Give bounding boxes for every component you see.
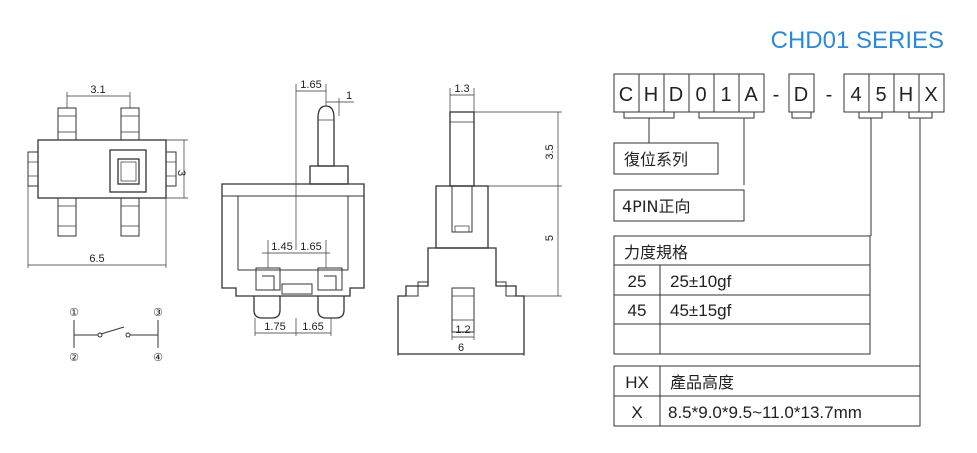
type-cell bbox=[613, 142, 719, 175]
dim-label: 3 bbox=[175, 170, 187, 176]
code-char: 0 bbox=[695, 84, 706, 106]
force-header: 力度規格 bbox=[624, 243, 688, 262]
series-title: CHD01 SERIES bbox=[771, 27, 944, 54]
spec-table: 復位系列 4PIN正向 力度規格 25 25±10gf 45 45±15gf H… bbox=[613, 142, 921, 427]
bracket bbox=[858, 111, 883, 119]
height-row-code: X bbox=[631, 403, 642, 422]
height-header-label: 產品高度 bbox=[670, 373, 734, 392]
code-char: H bbox=[644, 84, 658, 106]
bracket bbox=[791, 111, 812, 119]
code-dash: - bbox=[826, 84, 833, 106]
dim-label: 5 bbox=[544, 235, 556, 241]
code-char: 5 bbox=[875, 84, 886, 106]
code-dash: - bbox=[773, 84, 780, 106]
actuator bbox=[109, 149, 147, 193]
dim-label: 6 bbox=[458, 342, 464, 354]
dim-label: 3.1 bbox=[90, 84, 105, 96]
dim-label: 6.5 bbox=[89, 253, 104, 265]
pin-number: ④ bbox=[153, 352, 163, 364]
force-value: 45±15gf bbox=[670, 301, 732, 320]
dim-label: 1.45 bbox=[271, 241, 292, 253]
dim-label: 1 bbox=[346, 90, 352, 102]
plunger bbox=[317, 105, 335, 167]
front-body bbox=[397, 247, 525, 355]
pin bbox=[120, 197, 140, 237]
bracket bbox=[698, 111, 755, 119]
pin bbox=[120, 107, 140, 141]
dim-label: 3.5 bbox=[544, 144, 556, 159]
side-body bbox=[221, 183, 365, 297]
dim-label: 1.3 bbox=[454, 83, 469, 95]
switch-lever bbox=[100, 326, 125, 335]
pin-number: ③ bbox=[153, 307, 163, 319]
pin-label: 4PIN正向 bbox=[622, 197, 691, 216]
code-char: 4 bbox=[850, 84, 861, 106]
force-value: 25±10gf bbox=[670, 272, 732, 291]
front-plunger bbox=[449, 111, 475, 187]
pin-cell bbox=[613, 189, 745, 222]
pin-number: ① bbox=[69, 307, 79, 319]
side-view: 1.65 1 1.45 1.65 1.75 1.65 bbox=[221, 79, 365, 336]
dim-label: 1.65 bbox=[300, 79, 321, 91]
code-char: 1 bbox=[720, 84, 731, 106]
pin bbox=[57, 197, 77, 237]
height-row-value: 8.5*9.0*9.5~11.0*13.7mm bbox=[668, 403, 862, 422]
code-char: A bbox=[744, 84, 758, 106]
dim-label: 1.2 bbox=[455, 324, 470, 336]
code-char: C bbox=[619, 84, 633, 106]
code-char: D bbox=[669, 84, 683, 106]
switch-schematic: ① ③ ② ④ bbox=[69, 307, 163, 364]
pin bbox=[57, 107, 77, 141]
code-char: D bbox=[794, 84, 808, 106]
dim-label: 1.75 bbox=[264, 321, 285, 333]
top-view: 3.1 3 6.5 bbox=[27, 84, 188, 268]
type-label: 復位系列 bbox=[624, 150, 688, 169]
force-code: 25 bbox=[628, 272, 647, 291]
bracket bbox=[623, 111, 675, 119]
pin-number: ② bbox=[69, 352, 79, 364]
dim-label: 1.65 bbox=[302, 321, 323, 333]
front-view: 1.3 3.5 5 1.2 6 bbox=[397, 83, 562, 356]
bracket bbox=[908, 111, 933, 119]
part-code: C H D 0 1 A - D - 4 5 H X bbox=[613, 73, 945, 366]
dim-label: 1.65 bbox=[300, 241, 321, 253]
code-char: X bbox=[924, 84, 937, 106]
height-header-code: HX bbox=[625, 373, 649, 392]
code-char: H bbox=[899, 84, 913, 106]
force-code: 45 bbox=[628, 301, 647, 320]
top-view-body bbox=[37, 139, 167, 199]
